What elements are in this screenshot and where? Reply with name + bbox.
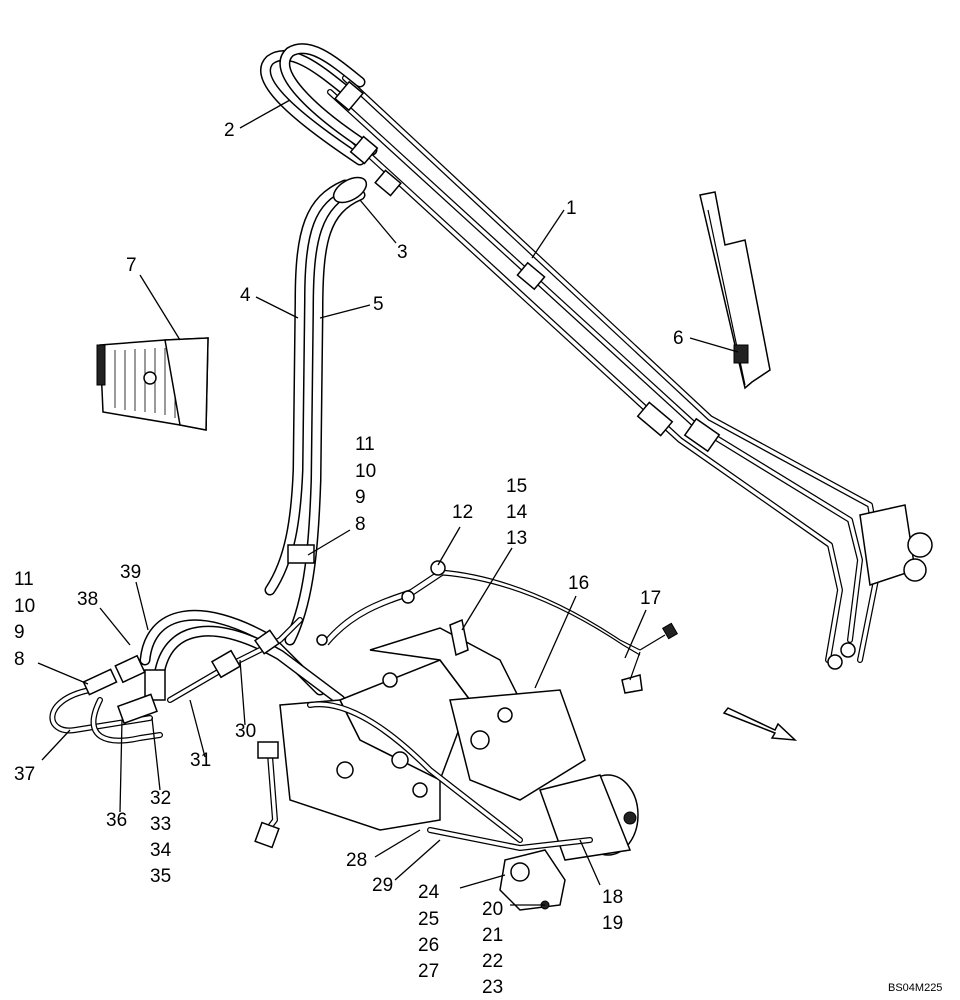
inset-detail-view [96,337,209,431]
callout-2: 2 [224,120,235,141]
callout-29: 29 [372,875,393,896]
hose-fitting [210,649,242,679]
hydraulic-pump [449,689,586,801]
callout-13: 13 [506,528,527,549]
callout-4: 4 [240,285,251,306]
elbow-fitting [114,654,146,684]
pump-valve-assembly [254,627,639,911]
callout-3: 3 [397,242,408,263]
callout-12: 12 [452,502,473,523]
tee-fitting [254,821,280,849]
callout-23: 23 [482,977,503,998]
callout-37: 37 [14,764,35,785]
tube-end-fitting [827,654,843,670]
callout-26: 26 [418,935,439,956]
tube-end-fitting [840,642,856,658]
callout-27: 27 [418,961,439,982]
callout-16: 16 [568,573,589,594]
tube-clamp [683,417,721,453]
callout-5: 5 [373,294,384,315]
elbow-fitting [257,741,279,759]
tube-fitting [636,401,674,437]
hose-clamp [332,176,368,204]
mounting-bracket [699,191,771,390]
hose-fitting [253,629,281,655]
callout-22: 22 [482,951,503,972]
callout-labels: 1 2 3 4 5 6 7 11 10 9 8 15 14 13 12 16 1… [14,120,942,998]
callout-7: 7 [126,255,137,276]
callout-11: 11 [355,434,375,455]
hose-fitting [374,169,402,197]
callout-35: 35 [150,866,171,887]
reference-code: BS04M225 [888,982,942,994]
callout-8: 8 [355,514,366,535]
connector-plug [621,674,643,694]
filter-block [499,849,566,911]
callout-34: 34 [150,840,172,861]
callout-31: 31 [190,750,211,771]
bracket-plate [116,693,158,725]
callout-25: 25 [418,909,439,930]
callout-8b: 8 [14,649,25,670]
callout-9b: 9 [14,622,25,643]
upper-hose-loop [260,43,379,166]
callout-24: 24 [418,882,440,903]
hose-fitting [333,80,365,112]
callout-14: 14 [506,502,528,523]
connector-plug [661,622,679,640]
crossover-hoses [49,609,346,744]
callout-6: 6 [673,328,684,349]
hose-fitting [349,135,379,165]
callout-33: 33 [150,814,171,835]
callout-32: 32 [150,788,171,809]
tube-clamp [516,261,546,291]
callout-9: 9 [355,487,366,508]
valve-block [144,669,166,701]
callout-36: 36 [106,810,127,831]
boom-tube-assembly [317,75,933,670]
vertical-hoses [264,169,402,646]
callout-1: 1 [566,198,577,219]
sensor [733,344,749,364]
direction-arrow [722,707,798,741]
leader-lines [37,99,739,906]
callout-10b: 10 [14,596,35,617]
callout-21: 21 [482,925,503,946]
callout-19: 19 [602,913,623,934]
callout-17: 17 [640,588,661,609]
quick-coupler [903,558,927,582]
callout-11b: 11 [14,569,34,590]
callout-15: 15 [506,476,527,497]
callout-30: 30 [235,721,256,742]
tee-fitting [82,668,118,696]
callout-38: 38 [77,589,98,610]
quick-coupler [907,532,933,558]
callout-39: 39 [120,562,141,583]
callout-28: 28 [346,850,367,871]
callout-18: 18 [602,887,623,908]
callout-10: 10 [355,461,376,482]
hose-clamp [287,544,315,564]
callout-20: 20 [482,899,503,920]
